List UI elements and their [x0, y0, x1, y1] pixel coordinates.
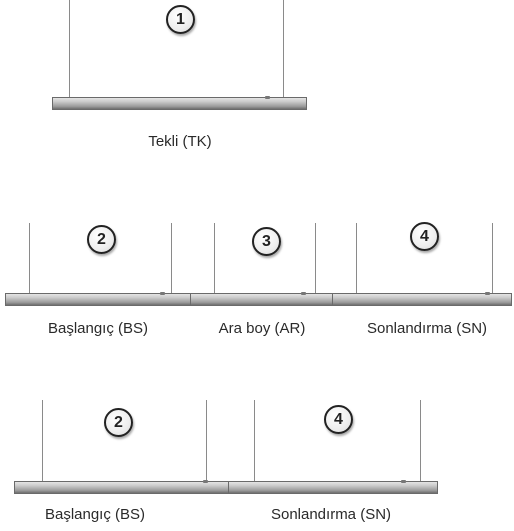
module-number-badge: 4	[324, 405, 353, 434]
module-label: Sonlandırma (SN)	[366, 320, 488, 337]
luminaire-profile-end	[332, 292, 512, 306]
suspension-wire	[29, 223, 30, 293]
module-number-badge: 3	[252, 227, 281, 256]
suspension-wire	[492, 223, 493, 293]
module-label: Başlangıç (BS)	[44, 506, 146, 523]
module-number-badge: 1	[166, 5, 195, 34]
module-label: Başlangıç (BS)	[47, 320, 149, 337]
module-number-badge: 2	[104, 408, 133, 437]
cable-entry	[265, 96, 270, 99]
suspension-wire	[420, 400, 421, 481]
suspension-wire	[254, 400, 255, 481]
cable-entry	[203, 480, 208, 483]
module-number-badge: 4	[410, 222, 439, 251]
suspension-wire	[283, 0, 284, 97]
luminaire-profile-single	[52, 96, 307, 110]
cable-entry	[401, 480, 406, 483]
suspension-wire	[42, 400, 43, 481]
suspension-wire	[315, 223, 316, 293]
suspension-wire	[171, 223, 172, 293]
module-label: Sonlandırma (SN)	[270, 506, 392, 523]
cable-entry	[485, 292, 490, 295]
suspension-wire	[356, 223, 357, 293]
luminaire-profile-start	[14, 480, 229, 494]
cable-entry	[301, 292, 306, 295]
luminaire-profile-middle	[190, 292, 333, 306]
luminaire-profile-end	[228, 480, 438, 494]
module-label: Tekli (TK)	[148, 133, 212, 150]
cable-entry	[160, 292, 165, 295]
module-number-badge: 2	[87, 225, 116, 254]
suspension-wire	[206, 400, 207, 481]
module-label: Ara boy (AR)	[218, 320, 306, 337]
luminaire-profile-start	[5, 292, 191, 306]
suspension-wire	[69, 0, 70, 97]
suspension-wire	[214, 223, 215, 293]
